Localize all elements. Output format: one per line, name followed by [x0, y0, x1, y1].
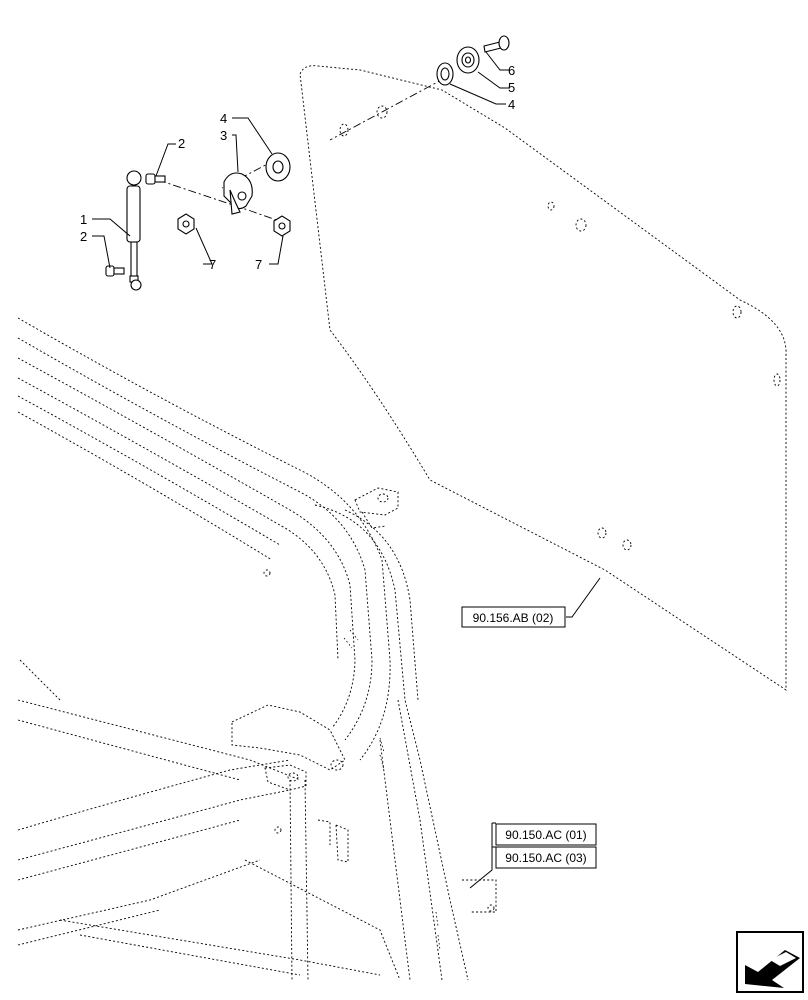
callout-7-left: 7: [209, 257, 216, 272]
callout-4-clamp: 4: [220, 111, 227, 126]
callout-6: 6: [508, 63, 515, 78]
cab-frame: [17, 317, 497, 981]
reference-frame-box-1[interactable]: 90.150.AC (01): [495, 823, 597, 846]
callout-5: 5: [508, 80, 515, 95]
callout-7-right: 7: [255, 257, 262, 272]
clamp: [223, 172, 253, 215]
washer-near-clamp: [265, 152, 291, 182]
rubber-washer: [456, 46, 480, 74]
reference-frame-box-2[interactable]: 90.150.AC (03): [495, 846, 597, 869]
panel-holes: [339, 105, 781, 551]
screw: [483, 35, 510, 53]
callout-3: 3: [220, 128, 227, 143]
callout-labels: 1 2 2 3 4 7 7 6 5 4: [80, 63, 515, 272]
arrow-icon[interactable]: [736, 931, 804, 993]
gas-strut: [126, 170, 142, 291]
washer-upper: [436, 62, 454, 86]
nut-left: [177, 213, 195, 235]
ball-stud-upper: [145, 173, 166, 185]
reference-panel-text: 90.156.AB (02): [473, 611, 554, 625]
reference-frame-text-1: 90.150.AC (01): [505, 828, 586, 842]
callout-4-upper: 4: [508, 97, 515, 112]
ball-stud-lower: [105, 265, 125, 277]
callout-2-upper: 2: [178, 136, 185, 151]
nut-right: [273, 215, 291, 237]
reference-frame-text-2: 90.150.AC (03): [505, 851, 586, 865]
rear-window-panel: [299, 65, 787, 691]
callout-1: 1: [80, 212, 87, 227]
reference-panel-box[interactable]: 90.156.AB (02): [461, 606, 566, 628]
assembly-centerlines: [157, 77, 446, 224]
callout-2-lower: 2: [80, 229, 87, 244]
leader-lines: [92, 51, 601, 889]
